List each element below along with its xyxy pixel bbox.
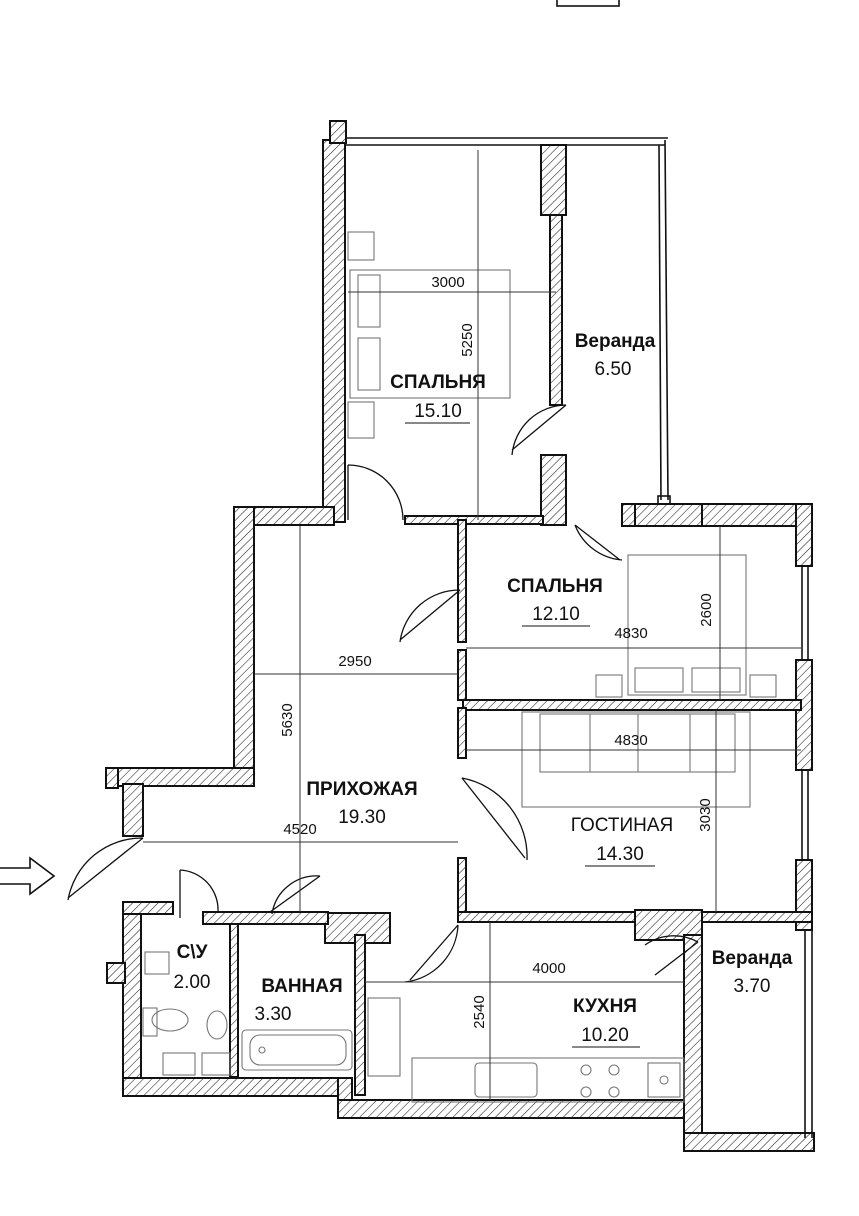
sofa	[521, 711, 751, 808]
kitchen-right-wall	[683, 934, 703, 1151]
entrance-arrow-icon	[0, 856, 56, 896]
top-edge-box	[556, 0, 620, 7]
right-wall-1	[795, 503, 813, 567]
room-name-bedroom2: СПАЛЬНЯ	[507, 576, 603, 597]
bedroom1-left-wall	[322, 139, 346, 523]
room-area-bedroom1: 15.10	[414, 401, 462, 422]
dim-bedroom1-width: 3000	[431, 274, 464, 291]
room-area-kitchen: 10.20	[581, 1025, 629, 1046]
room-area-hallway: 19.30	[338, 807, 386, 828]
bedroom1-veranda-wall-top	[540, 144, 567, 216]
room-name-wc: С\У	[177, 942, 208, 963]
veranda2-bottom-wall	[683, 1132, 815, 1152]
right-wall-2	[795, 659, 813, 771]
fridge	[647, 1062, 681, 1098]
kitchen-cabinet	[367, 997, 401, 1077]
dim-hall-lower-width: 4520	[283, 821, 316, 838]
bath-top-wall	[202, 911, 329, 925]
toilet-tank	[142, 1007, 158, 1037]
bedroom2-window-lintel	[634, 503, 703, 527]
room-name-living: ГОСТИНАЯ	[571, 815, 673, 836]
bedroom1-bottom-wall	[404, 515, 544, 525]
wall-post-top	[329, 120, 347, 144]
toilet	[151, 1008, 189, 1032]
living-left-wall-lower	[457, 857, 467, 921]
bedroom1-veranda-wall	[549, 214, 563, 406]
wc-bath-partition	[229, 911, 239, 1078]
veranda2-railing	[804, 930, 813, 1138]
wc-sink	[144, 951, 170, 975]
dim-kitchen-length: 2540	[471, 995, 488, 1028]
dim-living-width: 4830	[614, 732, 647, 749]
bedroom2-living-wall	[462, 699, 802, 711]
bedroom2-left-wall-lower	[457, 649, 467, 701]
room-area-wc: 2.00	[174, 972, 211, 993]
bedroom2-left-wall	[457, 519, 467, 643]
right-windows	[801, 566, 809, 860]
room-name-veranda1: Веранда	[575, 331, 656, 352]
dim-bedroom2-length: 2600	[698, 593, 715, 626]
wc-bottom-wall	[122, 1077, 342, 1097]
stove-burner	[580, 1064, 592, 1076]
dim-hall-length: 5630	[279, 703, 296, 736]
room-name-kitchen: КУХНЯ	[573, 996, 637, 1017]
bedroom1-veranda-wall-bottom	[540, 454, 567, 526]
room-area-veranda1: 6.50	[595, 359, 632, 380]
room-name-veranda2: Веранда	[712, 948, 793, 969]
dim-bedroom2-width: 4830	[614, 625, 647, 642]
room-area-veranda2: 3.70	[734, 976, 771, 997]
walls	[105, 120, 815, 1152]
room-name-hallway: ПРИХОЖАЯ	[306, 779, 417, 800]
room-name-bathroom: ВАННАЯ	[261, 976, 342, 997]
room-area-bedroom2: 12.10	[532, 604, 580, 625]
veranda1-railing	[346, 137, 671, 505]
hall-left-wall	[233, 506, 255, 786]
wc-step-post	[106, 962, 126, 984]
washbasin	[206, 1010, 228, 1040]
furniture	[142, 231, 777, 1103]
kitchen-sink	[474, 1062, 538, 1098]
living-window-lintel	[634, 909, 703, 941]
hall-left-lower-wall	[122, 783, 144, 837]
room-labels: СПАЛЬНЯ 15.10 Веранда 6.50 СПАЛЬНЯ 12.10…	[174, 331, 793, 1048]
dim-living-length: 3030	[697, 798, 714, 831]
room-area-living: 14.30	[596, 844, 644, 865]
living-left-wall	[457, 707, 467, 759]
kitchen-counter	[411, 1057, 685, 1103]
bed-1	[349, 269, 511, 399]
wc-left-wall	[122, 901, 142, 1095]
dimension-labels: 3000 5250 4830 2600 2950 5630 4520 4830 …	[279, 274, 715, 1029]
hall-step-post	[105, 767, 119, 789]
bathtub	[241, 1029, 353, 1071]
dim-bedroom1-length: 5250	[459, 323, 476, 356]
dim-hall-upper-width: 2950	[338, 653, 371, 670]
room-name-bedroom1: СПАЛЬНЯ	[390, 372, 486, 393]
room-area-bathroom: 3.30	[255, 1004, 292, 1025]
doors	[67, 404, 699, 983]
kitchen-bottom-wall	[337, 1099, 699, 1119]
bed-2	[627, 554, 747, 696]
dimension-lines	[143, 150, 801, 1100]
wc-top-wall	[122, 901, 174, 915]
bath-kitchen-partition	[354, 934, 366, 1096]
dim-kitchen-width: 4000	[532, 960, 565, 977]
